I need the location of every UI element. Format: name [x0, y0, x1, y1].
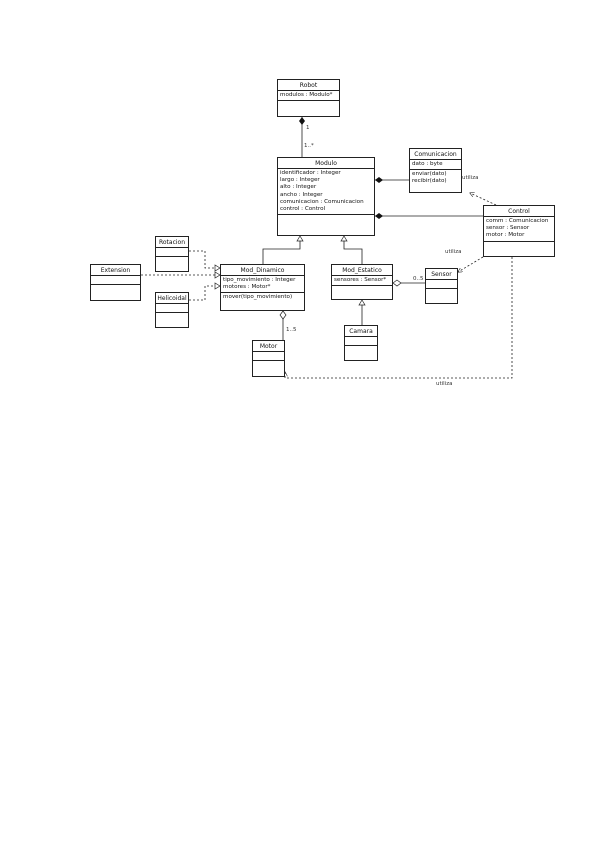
operations-section: [484, 242, 554, 250]
operations-section: [345, 346, 377, 354]
composition-diamond-comunicacion: [375, 177, 383, 183]
attributes-section: identificador : Integer largo : Integer …: [278, 169, 374, 216]
operations-section: [91, 285, 140, 293]
operations-section: mover(tipo_movimiento): [221, 293, 304, 302]
attribute: motor : Motor: [486, 232, 525, 239]
stereotype-utiliza-sensor: utiliza: [445, 249, 462, 255]
operations-section: [156, 257, 188, 265]
class-name: Extension: [91, 265, 140, 276]
attributes-section: [156, 304, 188, 313]
class-name: Helicoidal: [156, 295, 188, 304]
aggregation-diamond-motor: [279, 310, 287, 320]
attribute: identificador : Integer: [280, 170, 341, 176]
helicoidal-dinamico-generalization: [189, 285, 220, 301]
attributes-section: comm : Comunicacion sensor : Sensor moto…: [484, 217, 554, 242]
composition-diamond-robot: [299, 117, 305, 125]
class-name: Motor: [253, 341, 284, 352]
control-comunicacion-dependency: [470, 193, 497, 206]
multiplicity-motor: 1..5: [286, 327, 297, 333]
attribute: comunicacion : Comunicacion: [280, 198, 364, 205]
attributes-section: modulos : Modulo*: [278, 91, 339, 102]
class-extension: Extension: [90, 264, 141, 301]
attribute: sensores : Sensor*: [334, 277, 387, 283]
attribute: comm : Comunicacion: [486, 218, 549, 224]
operations-section: [156, 313, 188, 321]
attributes-section: [156, 248, 188, 257]
class-mod-dinamico: Mod_Dinamico tipo_movimiento : Integer m…: [220, 264, 305, 311]
attributes-section: dato : byte: [410, 160, 461, 171]
class-comunicacion: Comunicacion dato : byte enviar(dato) re…: [409, 148, 462, 193]
attribute: alto : Integer: [280, 184, 317, 191]
class-motor: Motor: [252, 340, 285, 377]
class-name: Robot: [278, 80, 339, 91]
multiplicity-sensor: 0..5: [413, 276, 424, 282]
class-rotacion: Rotacion: [155, 236, 189, 272]
aggregation-diamond-sensor: [392, 279, 402, 287]
operation: recibir(dato): [412, 178, 447, 185]
attributes-section: [253, 352, 284, 361]
attributes-section: [345, 337, 377, 346]
operations-section: [278, 215, 374, 223]
control-motor-dependency: [285, 257, 513, 379]
attribute: dato : byte: [412, 161, 443, 167]
operations-section: enviar(dato) recibir(dato): [410, 170, 461, 186]
class-name: Mod_Dinamico: [221, 265, 304, 276]
attributes-section: [426, 280, 457, 289]
class-name: Rotacion: [156, 237, 188, 248]
operations-section: [426, 289, 457, 297]
attribute: sensor : Sensor: [486, 225, 530, 232]
estatico-generalization: [343, 236, 363, 264]
attributes-section: [91, 276, 140, 285]
composition-diamond-control: [375, 213, 383, 219]
rotacion-dinamico-generalization: [189, 250, 220, 269]
attributes-section: tipo_movimiento : Integer motores : Moto…: [221, 276, 304, 294]
class-modulo: Modulo identificador : Integer largo : I…: [277, 157, 375, 236]
generalization-triangle-helicoidal: [214, 282, 221, 290]
multiplicity-modulo: 1..*: [304, 143, 314, 149]
generalization-triangle-estatico: [340, 235, 348, 242]
attribute: control : Control: [280, 206, 326, 213]
class-name: Camara: [345, 326, 377, 337]
class-camara: Camara: [344, 325, 378, 361]
operations-section: [332, 286, 392, 294]
stereotype-utiliza-motor: utiliza: [436, 381, 453, 387]
control-sensor-dependency: [458, 256, 484, 272]
attribute: motores : Motor*: [223, 284, 271, 291]
operation: enviar(dato): [412, 171, 447, 178]
class-sensor: Sensor: [425, 268, 458, 304]
class-helicoidal: Helicoidal: [155, 292, 189, 328]
stereotype-utiliza-comunicacion: utiliza: [462, 175, 479, 181]
attribute: largo : Integer: [280, 177, 320, 184]
dinamico-generalization: [262, 236, 301, 264]
operations-section: [253, 361, 284, 369]
class-name: Sensor: [426, 269, 457, 280]
operations-section: [278, 101, 339, 109]
class-name: Mod_Estatico: [332, 265, 392, 276]
class-name: Comunicacion: [410, 149, 461, 160]
class-name: Control: [484, 206, 554, 217]
generalization-triangle-dinamico: [296, 235, 304, 242]
class-control: Control comm : Comunicacion sensor : Sen…: [483, 205, 555, 257]
class-name: Modulo: [278, 158, 374, 169]
attributes-section: sensores : Sensor*: [332, 276, 392, 287]
attribute: ancho : Integer: [280, 191, 323, 198]
operation: mover(tipo_movimiento): [223, 294, 293, 301]
generalization-triangle-camara: [358, 299, 366, 306]
attribute: modulos : Modulo*: [280, 92, 333, 98]
multiplicity-robot: 1: [306, 125, 310, 131]
class-mod-estatico: Mod_Estatico sensores : Sensor*: [331, 264, 393, 300]
generalization-triangle-extension: [214, 271, 221, 279]
attribute: tipo_movimiento : Integer: [223, 277, 296, 283]
class-robot: Robot modulos : Modulo*: [277, 79, 340, 117]
generalization-triangle-rotacion: [214, 264, 221, 272]
